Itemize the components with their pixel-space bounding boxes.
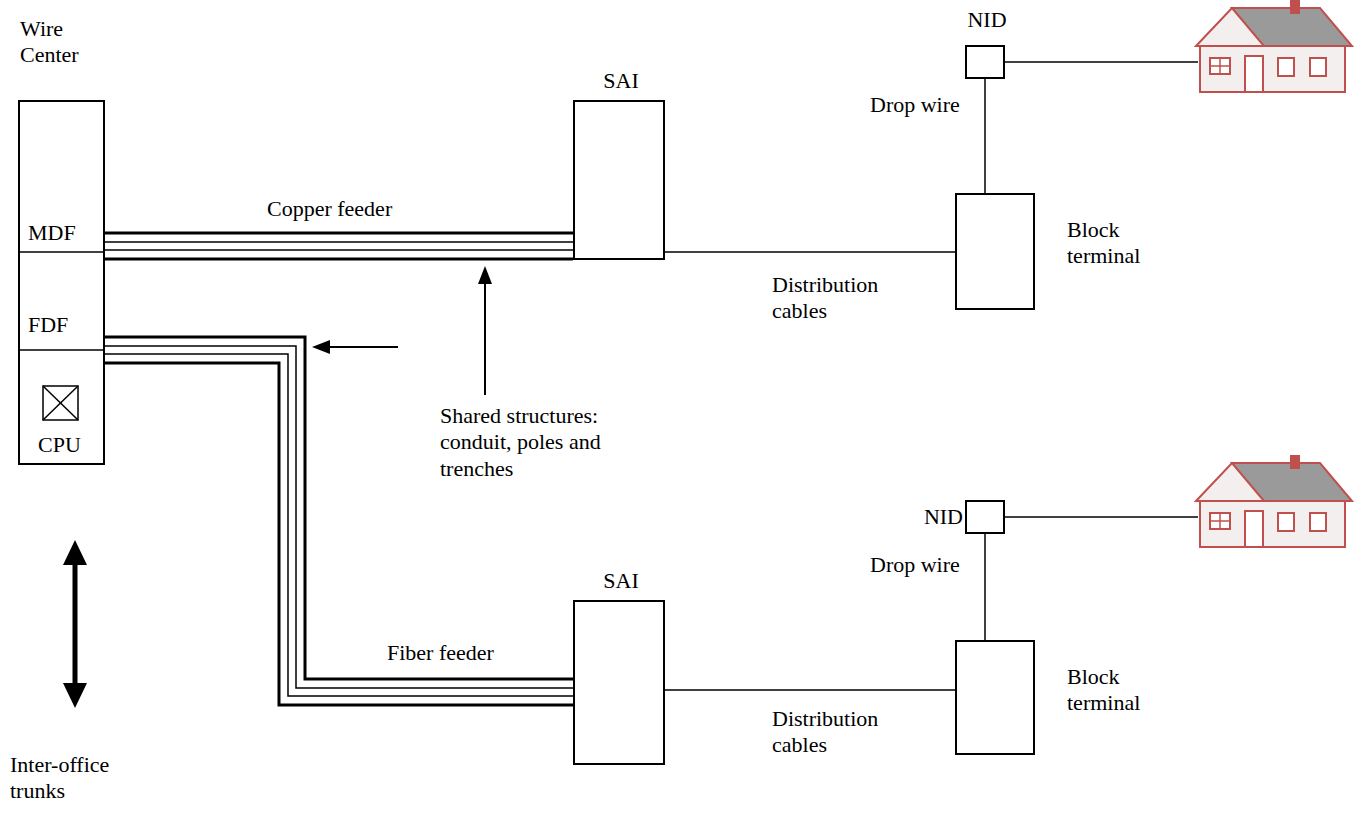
fiber-feeder — [105, 337, 573, 705]
house-icon — [1196, 455, 1352, 547]
frame-line — [18, 251, 105, 253]
drop-wire — [985, 534, 986, 640]
drop-wire — [985, 79, 986, 193]
node-label: SAI — [565, 68, 677, 94]
node-label: Block terminal — [1067, 664, 1167, 717]
leader-arrow — [478, 266, 492, 395]
distribution-cable — [665, 690, 955, 691]
frame-line — [18, 349, 105, 351]
edge-label: Copper feeder — [265, 196, 394, 222]
edge-label: Drop wire — [868, 92, 962, 118]
edge-label: Distribution cables — [770, 272, 904, 325]
node-label: Wire Center — [20, 16, 110, 69]
service-wire — [1005, 61, 1198, 63]
callout-note: Shared structures: conduit, poles and tr… — [440, 403, 640, 482]
block-terminal-box: Block terminal — [955, 193, 1035, 310]
nid-box: NID — [965, 45, 1005, 79]
node-label: NID — [952, 7, 1022, 33]
leader-arrow — [312, 340, 398, 354]
callout-note: Inter-office trunks — [10, 752, 130, 805]
node-label: MDF — [28, 220, 98, 246]
node-label: FDF — [28, 312, 98, 338]
wire-center-box: Wire CenterMDFFDFCPU — [18, 100, 105, 465]
nid-box: NID — [965, 500, 1005, 534]
node-label: Block terminal — [1067, 217, 1167, 270]
node-label: CPU — [38, 432, 98, 458]
edge-label: Drop wire — [868, 552, 962, 578]
trunk-arrow — [63, 540, 87, 708]
block-terminal-box: Block terminal — [955, 640, 1035, 755]
sai-box: SAI — [573, 600, 665, 765]
cpu-symbol — [43, 386, 78, 420]
house-icon — [1196, 0, 1352, 92]
service-wire — [1005, 516, 1198, 518]
edge-label: Distribution cables — [770, 706, 904, 759]
distribution-cable — [665, 252, 955, 253]
sai-box: SAI — [573, 100, 665, 260]
edge-label: Fiber feeder — [385, 640, 496, 666]
copper-feeder — [105, 233, 573, 259]
node-label: SAI — [565, 568, 677, 594]
node-label: NID — [919, 504, 963, 530]
